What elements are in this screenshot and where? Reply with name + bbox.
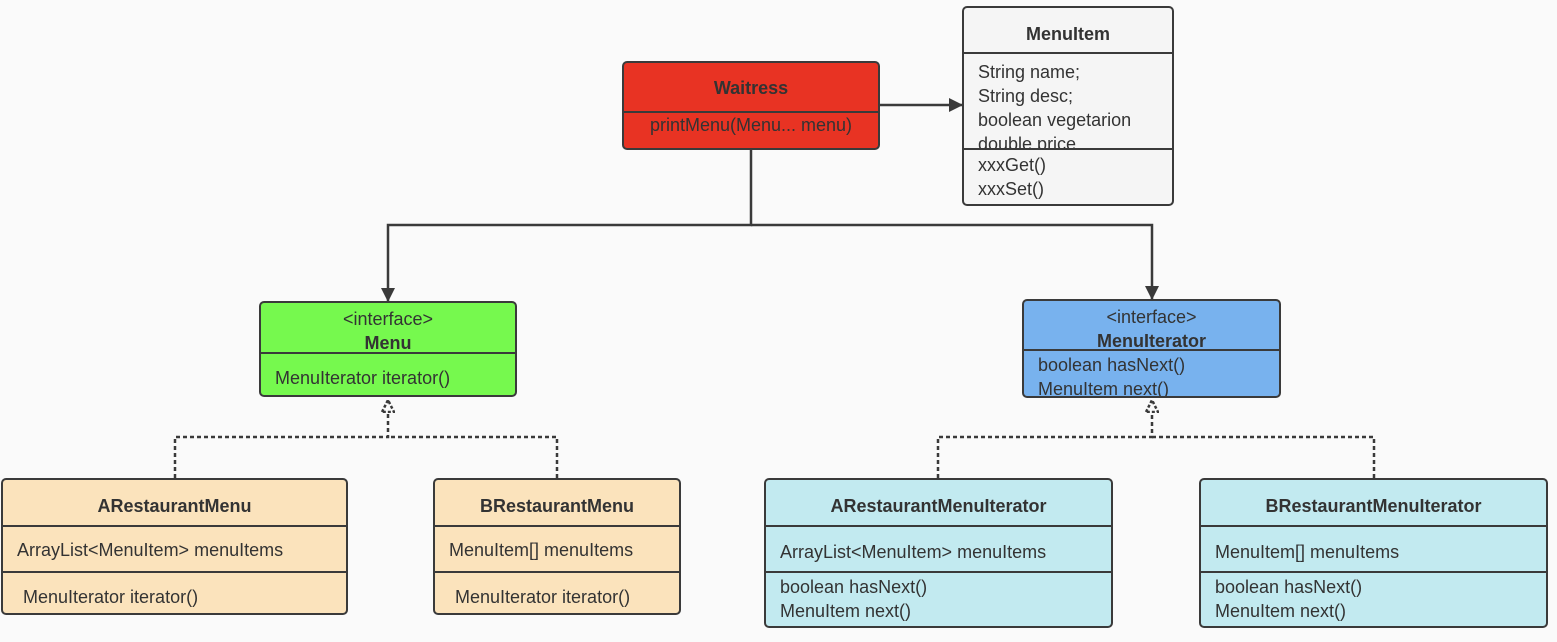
menu-stereotype: <interface> <box>342 309 434 329</box>
a-iterator-fields: ArrayList<MenuItem> menuItems <box>766 525 1111 571</box>
a-iterator-realizes-iterator <box>936 400 1152 478</box>
menuitem-fields: String name; String desc; boolean vegeta… <box>964 52 1172 148</box>
b-iterator-realizes-iterator <box>1152 435 1376 478</box>
menuitem-field-name: String name; <box>978 62 1081 82</box>
b-menu-method: MenuIterator iterator() <box>455 587 631 607</box>
menuitem-title: MenuItem <box>1025 24 1110 44</box>
menuiterator-method-hasnext: boolean hasNext() <box>1038 355 1186 375</box>
a-iterator-method-hasnext: boolean hasNext() <box>780 577 928 597</box>
waitress-methods: printMenu(Menu... menu) <box>624 111 878 148</box>
menu-interface[interactable]: <interface> Menu MenuIterator iterator() <box>259 301 517 397</box>
b-menu-field: MenuItem[] menuItems <box>449 540 634 560</box>
waitress-method: printMenu(Menu... menu) <box>649 115 853 135</box>
b-iterator-header: BRestaurantMenuIterator <box>1201 480 1546 525</box>
menuitem-field-price: double price <box>978 134 1077 148</box>
b-iterator-fields: MenuItem[] menuItems <box>1201 525 1546 571</box>
menuitem-class[interactable]: MenuItem String name; String desc; boole… <box>962 6 1174 206</box>
b-menu-title: BRestaurantMenu <box>479 496 635 516</box>
a-iterator-header: ARestaurantMenuIterator <box>766 480 1111 525</box>
menuitem-methods: xxxGet() xxxSet() <box>964 148 1172 204</box>
b-iterator-method-hasnext: boolean hasNext() <box>1215 577 1363 597</box>
b-iterator-title: BRestaurantMenuIterator <box>1265 496 1482 516</box>
a-iterator-methods: boolean hasNext() MenuItem next() <box>766 571 1111 626</box>
menuitem-field-vegetarian: boolean vegetarion <box>978 110 1132 130</box>
a-restaurant-menuiterator-class[interactable]: ARestaurantMenuIterator ArrayList<MenuIt… <box>764 478 1113 628</box>
b-restaurant-menu-class[interactable]: BRestaurantMenu MenuItem[] menuItems Men… <box>433 478 681 615</box>
menuitem-method-get: xxxGet() <box>978 155 1047 175</box>
a-restaurant-menu-class[interactable]: ARestaurantMenu ArrayList<MenuItem> menu… <box>1 478 348 615</box>
a-menu-realizes-menu <box>173 400 388 478</box>
menuitem-header: MenuItem <box>964 8 1172 52</box>
b-menu-header: BRestaurantMenu <box>435 480 679 525</box>
menuitem-method-set: xxxSet() <box>978 179 1045 199</box>
a-iterator-title: ARestaurantMenuIterator <box>830 496 1047 516</box>
menuitem-field-desc: String desc; <box>978 86 1074 106</box>
menuiterator-stereotype: <interface> <box>1106 307 1197 327</box>
b-menu-methods: MenuIterator iterator() <box>435 571 679 613</box>
b-iterator-methods: boolean hasNext() MenuItem next() <box>1201 571 1546 626</box>
menuiterator-title: MenuIterator <box>1096 331 1206 351</box>
waitress-title: Waitress <box>713 78 789 98</box>
a-iterator-field: ArrayList<MenuItem> menuItems <box>780 542 1047 562</box>
a-menu-field: ArrayList<MenuItem> menuItems <box>17 540 284 560</box>
menuiterator-header: <interface> MenuIterator <box>1024 305 1279 351</box>
menu-methods: MenuIterator iterator() <box>261 352 515 395</box>
a-iterator-method-next: MenuItem next() <box>780 601 912 621</box>
a-menu-header: ARestaurantMenu <box>3 480 346 525</box>
waitress-to-menu-arrow <box>381 150 753 302</box>
menu-method: MenuIterator iterator() <box>275 368 451 388</box>
a-menu-method: MenuIterator iterator() <box>23 587 199 607</box>
menuiterator-method-next: MenuItem next() <box>1038 379 1170 398</box>
menu-title: Menu <box>364 333 412 353</box>
b-restaurant-menuiterator-class[interactable]: BRestaurantMenuIterator MenuItem[] menuI… <box>1199 478 1548 628</box>
waitress-class[interactable]: Waitress printMenu(Menu... menu) <box>622 61 880 150</box>
menuiterator-methods: boolean hasNext() MenuItem next() <box>1024 349 1279 398</box>
a-menu-title: ARestaurantMenu <box>97 496 252 516</box>
waitress-to-iterator-arrow <box>751 223 1159 300</box>
b-menu-realizes-menu <box>388 435 559 478</box>
b-menu-fields: MenuItem[] menuItems <box>435 525 679 571</box>
a-menu-fields: ArrayList<MenuItem> menuItems <box>3 525 346 571</box>
a-menu-methods: MenuIterator iterator() <box>3 571 346 613</box>
menu-header: <interface> Menu <box>261 307 515 353</box>
b-iterator-field: MenuItem[] menuItems <box>1215 542 1400 562</box>
b-iterator-method-next: MenuItem next() <box>1215 601 1347 621</box>
menuiterator-interface[interactable]: <interface> MenuIterator boolean hasNext… <box>1022 299 1281 398</box>
waitress-header: Waitress <box>624 63 878 105</box>
